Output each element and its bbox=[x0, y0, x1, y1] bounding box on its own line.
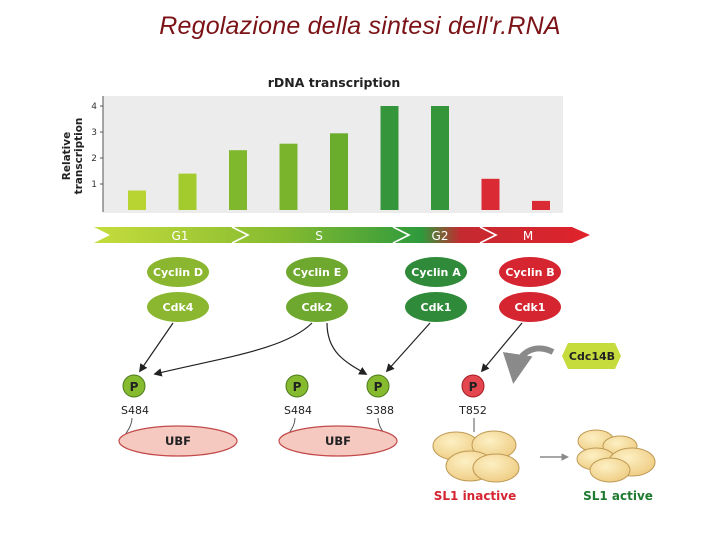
sl1-active-label: SL1 active bbox=[583, 489, 653, 503]
bar-1 bbox=[128, 191, 146, 211]
cdc14b-label: Cdc14B bbox=[569, 350, 615, 363]
sl1-active-cluster: SL1 active bbox=[577, 430, 655, 503]
cell-cycle-arrow: G1 S G2 M bbox=[94, 227, 590, 243]
ubf-label-2: UBF bbox=[325, 434, 351, 448]
chart-title: rDNA transcription bbox=[268, 75, 401, 90]
arrow-cdk4-to-p1 bbox=[140, 323, 173, 371]
phosphate-label-2: P bbox=[293, 380, 302, 394]
phase-g2-label: G2 bbox=[432, 229, 449, 243]
y-tick-label-3: 3 bbox=[91, 128, 97, 138]
cyclin-row: Cyclin D Cyclin E Cyclin A Cyclin B bbox=[147, 257, 561, 287]
cdk2-label: Cdk2 bbox=[302, 301, 333, 314]
phosphate-label-1: P bbox=[130, 380, 139, 394]
cdk1-m-label: Cdk1 bbox=[515, 301, 546, 314]
arrow-cdk1-to-p3 bbox=[387, 323, 430, 371]
bar-9 bbox=[532, 201, 550, 210]
cyclin-b-label: Cyclin B bbox=[505, 266, 554, 279]
cdc14b-curved-arrow bbox=[515, 349, 553, 372]
bar-7 bbox=[431, 106, 449, 210]
site-s388: S388 bbox=[366, 404, 394, 417]
y-tick-label-2: 2 bbox=[91, 154, 97, 164]
y-tick-label-1: 1 bbox=[91, 180, 97, 190]
site-s484-b: S484 bbox=[284, 404, 312, 417]
phase-s-label: S bbox=[315, 229, 323, 243]
bar-5 bbox=[330, 133, 348, 210]
cdk4-label: Cdk4 bbox=[163, 301, 194, 314]
cdc14b-tag: Cdc14B bbox=[515, 343, 621, 372]
cdk1-g2-label: Cdk1 bbox=[421, 301, 452, 314]
cyclin-a-label: Cyclin A bbox=[411, 266, 461, 279]
transcription-chart: rDNA transcription Relative transcriptio… bbox=[61, 75, 563, 213]
arrow-cdk2-to-p3 bbox=[327, 323, 366, 374]
ubf-proteins: UBF UBF bbox=[119, 426, 397, 456]
cyclin-e-label: Cyclin E bbox=[293, 266, 341, 279]
y-axis-label-line2: transcription bbox=[73, 118, 85, 195]
sl1-inactive-label: SL1 inactive bbox=[434, 489, 517, 503]
sl1-active-subunit-5 bbox=[590, 458, 630, 482]
bar-3 bbox=[229, 150, 247, 210]
ubf-label-1: UBF bbox=[165, 434, 191, 448]
phosphate-label-4: P bbox=[469, 380, 478, 394]
cyclin-d-label: Cyclin D bbox=[153, 266, 203, 279]
cdk-row: Cdk4 Cdk2 Cdk1 Cdk1 bbox=[147, 292, 561, 322]
y-axis-label-line1: Relative bbox=[61, 132, 73, 180]
bar-8 bbox=[482, 179, 500, 210]
site-t852: T852 bbox=[458, 404, 487, 417]
bar-4 bbox=[280, 144, 298, 210]
sl1-inactive-subunit-4 bbox=[473, 454, 519, 482]
cycle-arrow-body bbox=[94, 227, 590, 243]
bar-2 bbox=[179, 174, 197, 210]
bar-6 bbox=[381, 106, 399, 210]
phase-g1-label: G1 bbox=[172, 229, 189, 243]
arrow-cdk2-to-p1 bbox=[155, 323, 312, 374]
site-s484-a: S484 bbox=[121, 404, 149, 417]
phosphorylation-arrows bbox=[140, 323, 522, 374]
y-tick-label-4: 4 bbox=[91, 102, 97, 112]
phospho-sites: P S484 P S484 P S388 P T852 bbox=[121, 375, 487, 417]
y-ticks: 1 2 3 4 bbox=[91, 102, 103, 190]
phosphate-label-3: P bbox=[374, 380, 383, 394]
phase-m-label: M bbox=[523, 229, 533, 243]
sl1-inactive-cluster: SL1 inactive bbox=[433, 418, 519, 503]
